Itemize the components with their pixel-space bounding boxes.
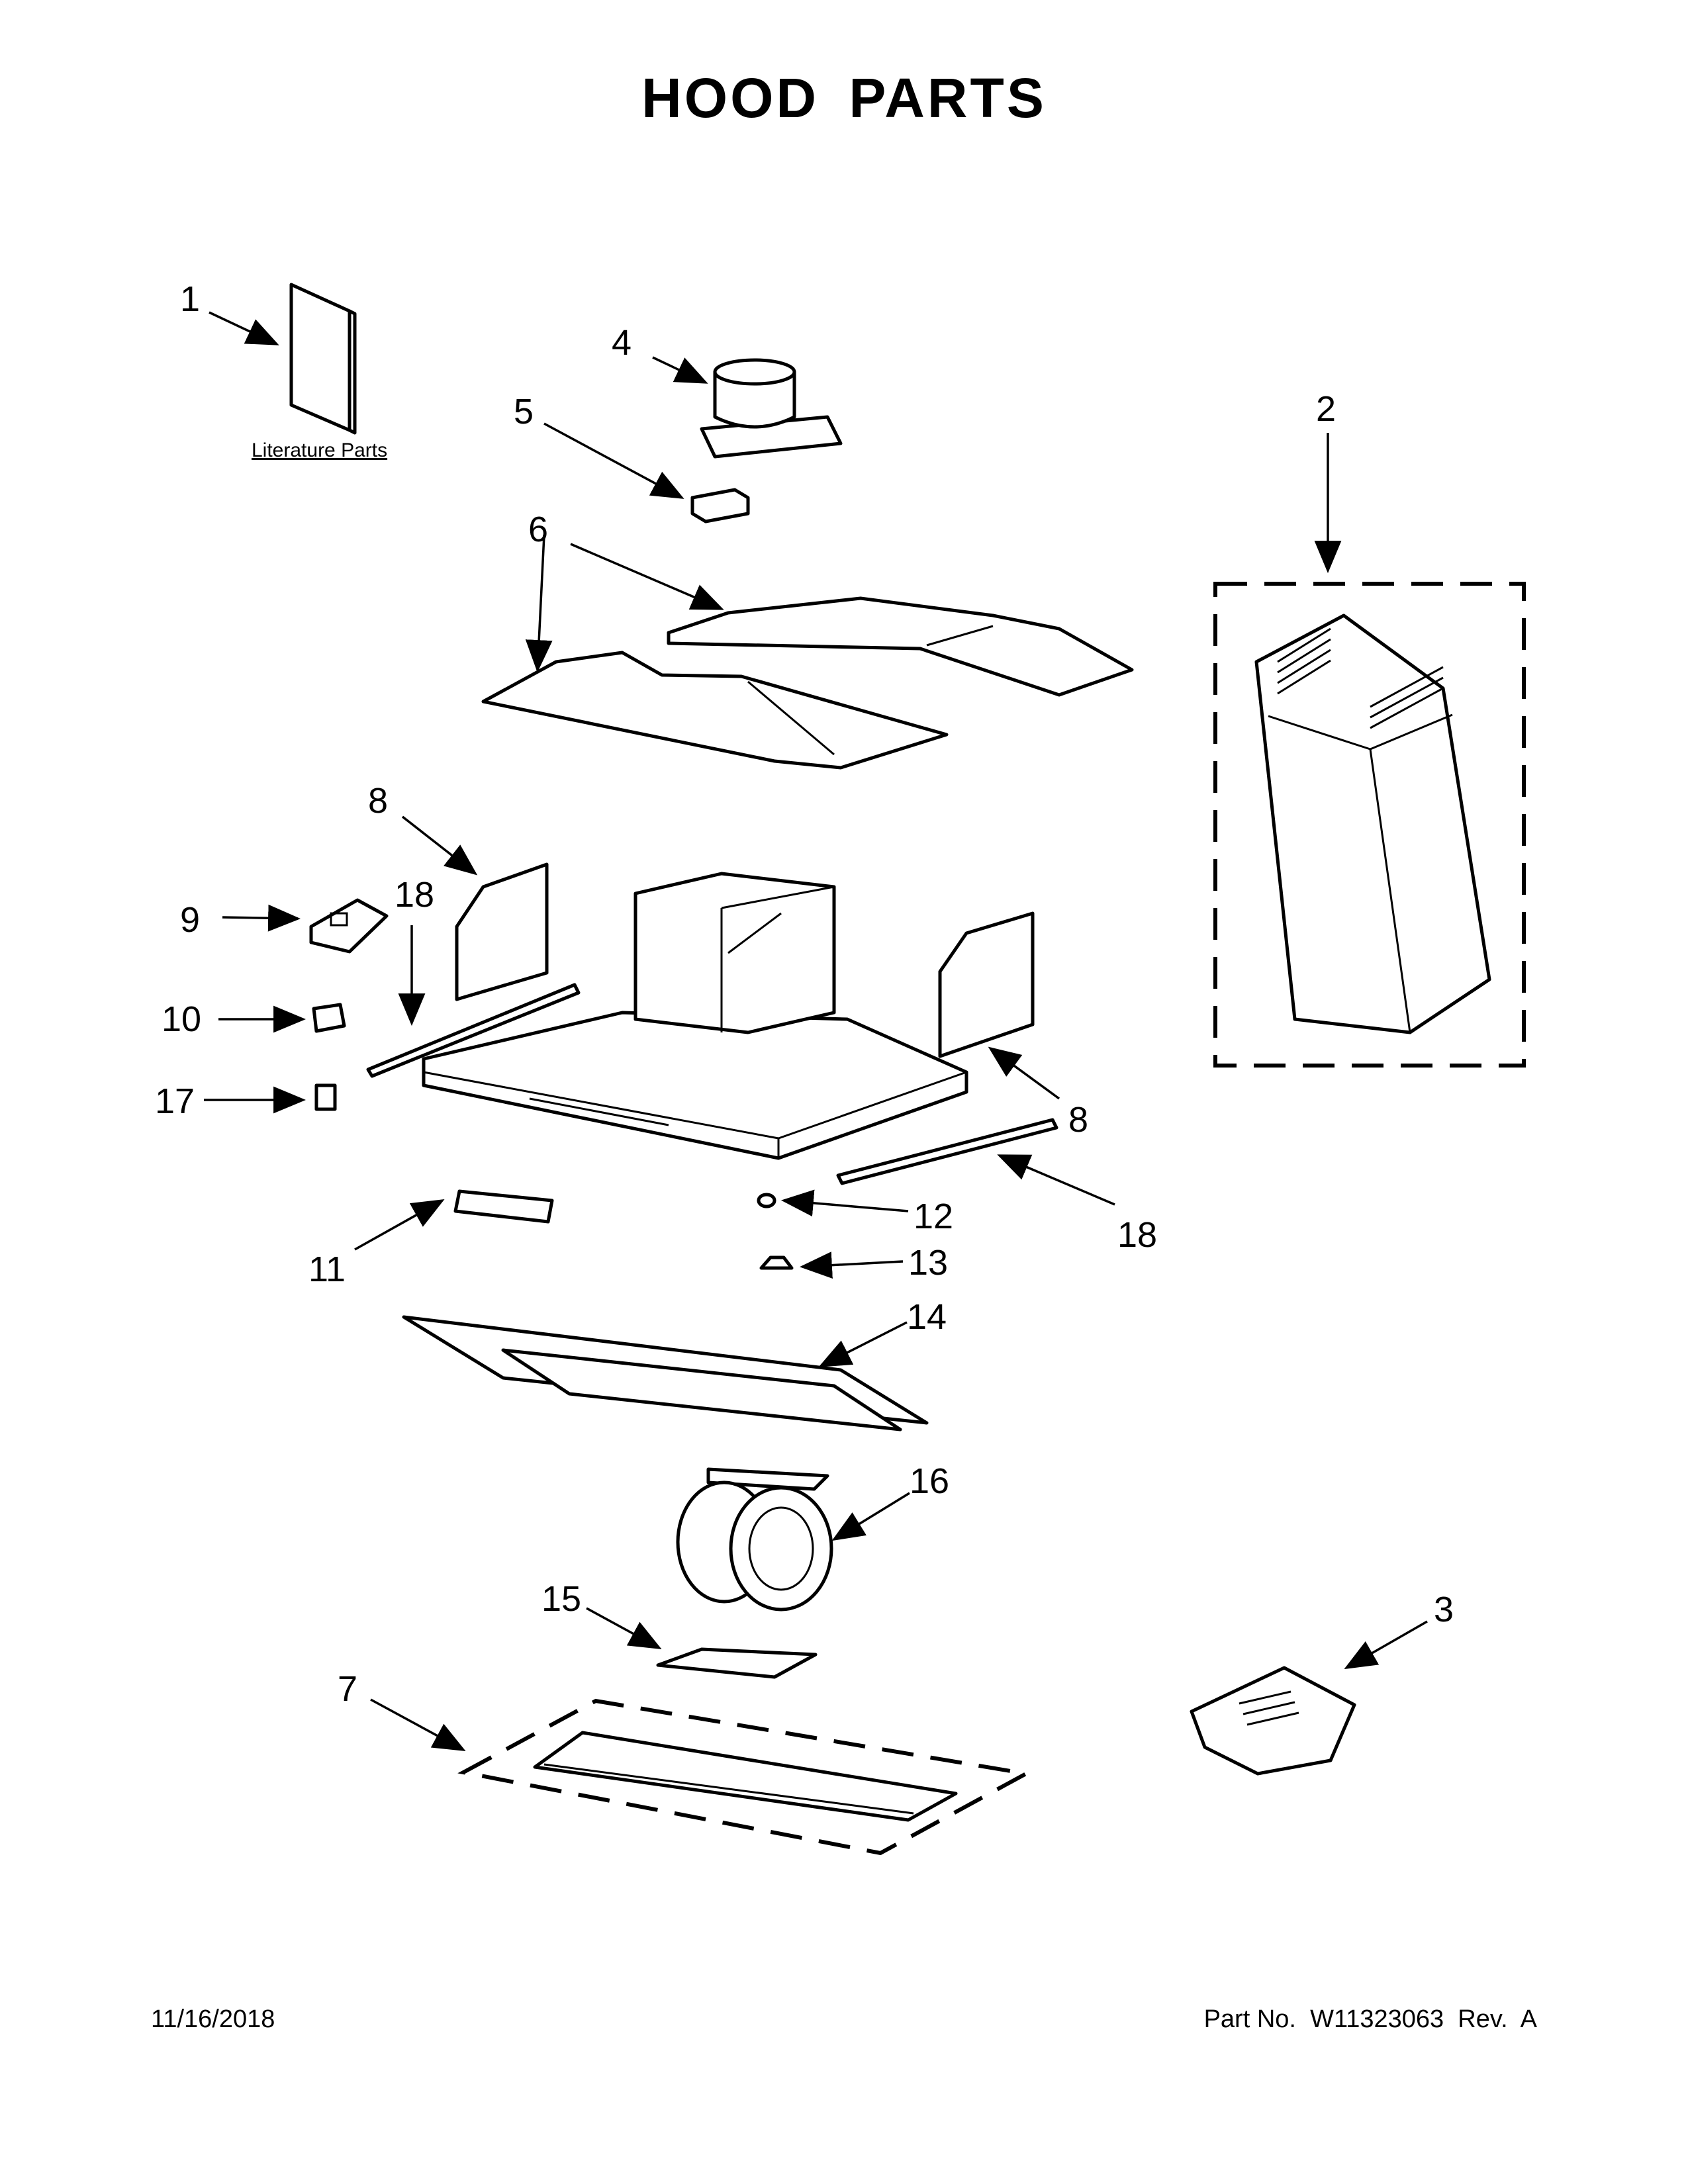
callout-9: 9 (180, 900, 200, 940)
part-18-rail-right: 18 (836, 1118, 1157, 1255)
footer-date: 11/16/2018 (151, 2005, 275, 2033)
part-12-screw: 12 (757, 1189, 953, 1236)
part-13-knob: 13 (759, 1243, 948, 1283)
callout-5: 5 (514, 392, 534, 432)
callout-1: 1 (180, 279, 200, 319)
callout-12: 12 (914, 1197, 953, 1236)
callout-4: 4 (612, 323, 632, 363)
part-6-trim-frame: 6 (481, 510, 1134, 770)
callout-18-left: 18 (395, 875, 434, 915)
callout-3: 3 (1434, 1590, 1454, 1629)
callout-10: 10 (162, 999, 201, 1039)
part-3-manual: 3 (1190, 1590, 1454, 1776)
part-10-capacitor: 10 (162, 999, 346, 1039)
part-4-damper: 4 (612, 323, 843, 459)
callout-15: 15 (541, 1579, 581, 1619)
callout-18-right: 18 (1117, 1215, 1157, 1255)
callout-6: 6 (528, 510, 548, 549)
part-14-panel: 14 (402, 1297, 947, 1432)
callout-17: 17 (155, 1081, 195, 1121)
footer-part-number: Part No. W11323063 Rev. A (1203, 2005, 1537, 2033)
callout-13: 13 (908, 1243, 948, 1283)
callout-16: 16 (910, 1461, 949, 1501)
callout-8-right: 8 (1068, 1100, 1088, 1140)
hood-body (422, 872, 968, 1160)
part-11-switch: 11 (308, 1189, 554, 1289)
part-15-plate: 15 (541, 1579, 818, 1679)
part-2-duct-cover: 2 (1213, 389, 1526, 1068)
part-7-liner: 7 (338, 1669, 1033, 1856)
part-18-rail-left: 18 (366, 875, 581, 1078)
callout-8-left: 8 (368, 781, 388, 821)
part-17-component: 17 (155, 1081, 337, 1121)
part-5-block: 5 (514, 392, 750, 523)
callout-11: 11 (308, 1250, 346, 1289)
callout-14: 14 (907, 1297, 947, 1337)
callout-2: 2 (1316, 389, 1336, 429)
page-title: HOOD PARTS (641, 67, 1047, 129)
part-8-filter-right: 8 (938, 911, 1088, 1140)
literature-parts-label: Literature Parts (252, 439, 387, 461)
part-1-literature: 1 Literature Parts (180, 279, 387, 461)
part-16-blower: 16 (676, 1461, 949, 1612)
callout-7: 7 (338, 1669, 357, 1709)
part-9-control-board: 9 (180, 898, 389, 954)
part-8-filter-left: 8 (368, 781, 549, 1001)
